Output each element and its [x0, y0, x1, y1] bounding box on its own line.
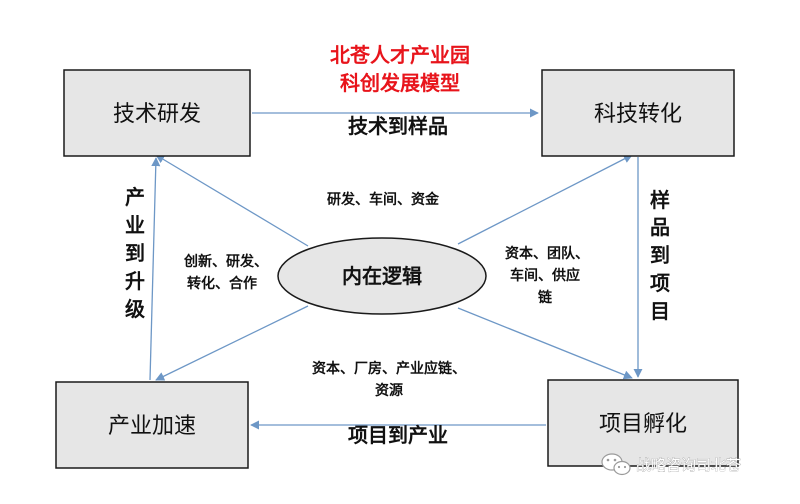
- spoke-arrow-to-accelerate: [155, 305, 309, 381]
- watermark-text: 战略咨询司北苍: [636, 456, 741, 474]
- spoke-arrow-to-transfer: [457, 154, 633, 245]
- node-incubate: 项目孵化: [547, 379, 739, 467]
- spoke-arrow-to-incubate: [457, 307, 633, 380]
- edge-label-right-char: 品: [650, 215, 670, 239]
- node-center: 内在逻辑: [277, 237, 487, 315]
- spoke-label-right-line: 车间、供应: [510, 267, 580, 284]
- edge-label-left-char: 到: [125, 241, 145, 265]
- spoke-label-right-line: 资本、团队、: [505, 245, 589, 262]
- spoke-label-down-line: 资本、厂房、产业应链、: [312, 360, 466, 377]
- diagram-title-line1: 北苍人才产业园: [330, 43, 470, 67]
- node-transfer: 科技转化: [541, 69, 735, 157]
- edge-label-bottom: 项目到产业: [348, 423, 448, 447]
- spoke-label-right: 资本、团队、 车间、供应 链: [505, 245, 589, 306]
- node-incubate-label: 项目孵化: [599, 412, 687, 437]
- edge-label-left-char: 产: [125, 185, 145, 209]
- edge-label-right-char: 到: [650, 243, 670, 267]
- edge-label-left-char: 业: [125, 213, 145, 237]
- spoke-label-down: 资本、厂房、产业应链、 资源: [312, 360, 466, 399]
- edge-label-right: 样 品 到 项 目: [650, 188, 670, 323]
- diagram-title-line2: 科创发展模型: [340, 71, 460, 95]
- edge-label-left-char: 级: [125, 297, 145, 321]
- edge-label-top: 技术到样品: [348, 114, 448, 138]
- spoke-arrow-to-rd: [155, 154, 309, 247]
- node-accelerate: 产业加速: [55, 381, 249, 469]
- edge-label-right-char: 目: [650, 299, 670, 323]
- spoke-label-left-line: 创新、研发、: [183, 253, 268, 270]
- edge-label-right-char: 样: [650, 188, 670, 212]
- spoke-label-right-line: 链: [538, 289, 553, 306]
- edge-label-left-char: 升: [125, 269, 145, 293]
- spoke-label-left: 创新、研发、 转化、合作: [183, 253, 268, 292]
- watermark: 战略咨询司北苍: [601, 453, 741, 476]
- node-center-label: 内在逻辑: [342, 264, 422, 288]
- wechat-icon: [601, 453, 631, 476]
- arrow-accelerate-to-rd: [149, 157, 161, 381]
- spoke-label-up: 研发、车间、资金: [327, 191, 440, 208]
- node-transfer-label: 科技转化: [594, 102, 682, 127]
- edge-label-left: 产 业 到 升 级: [125, 185, 145, 321]
- node-rd: 技术研发: [63, 69, 251, 157]
- spoke-label-left-line: 转化、合作: [187, 275, 257, 292]
- spoke-label-down-line: 资源: [375, 382, 403, 399]
- edge-label-right-char: 项: [650, 271, 670, 295]
- node-accelerate-label: 产业加速: [108, 414, 196, 439]
- node-rd-label: 技术研发: [113, 102, 201, 127]
